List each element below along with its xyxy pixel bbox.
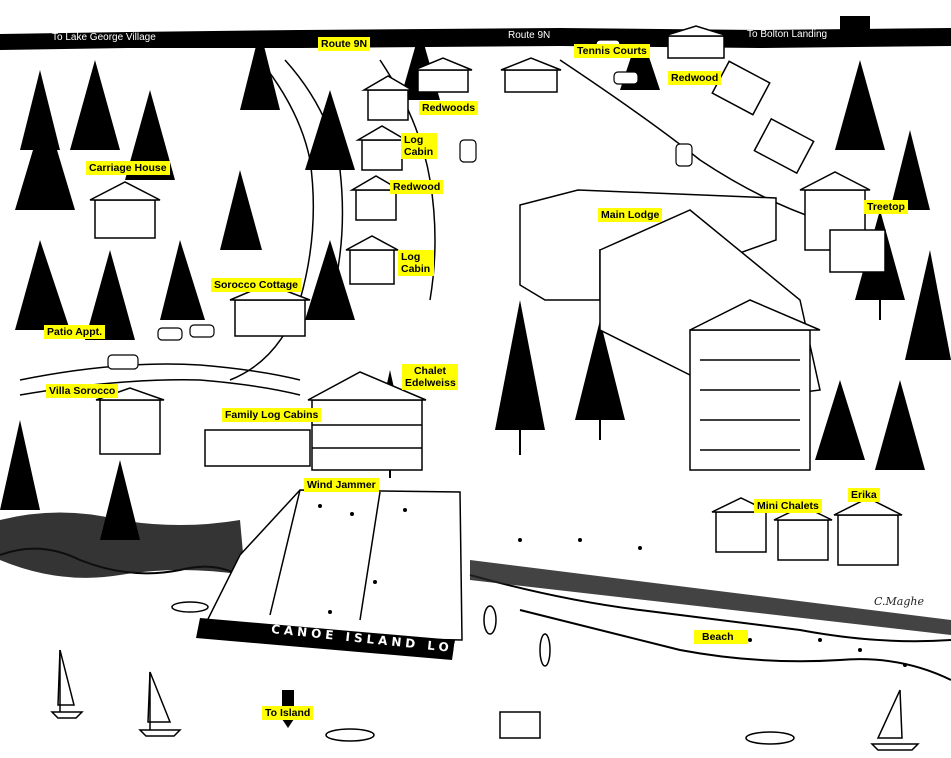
road-label-lake-george: To Lake George Village: [52, 32, 156, 43]
label-patio-appt: Patio Appt.: [44, 325, 106, 339]
label-beach: Beach: [694, 630, 748, 644]
label-route-9n-west: Route 9N: [318, 37, 371, 51]
buildings: [89, 25, 903, 641]
people: [318, 504, 907, 667]
label-to-island: To Island: [262, 706, 314, 720]
label-family-log-cabins: Family Log Cabins: [222, 408, 322, 422]
label-sorocco-cottage: Sorocco Cottage: [211, 278, 302, 292]
label-erika: Erika: [848, 488, 880, 502]
label-redwood-mid: Redwood: [390, 180, 444, 194]
label-main-lodge: Main Lodge: [598, 208, 663, 222]
label-carriage-house: Carriage House: [86, 161, 170, 175]
label-chalet-edelweiss: Chalet Edelweiss: [402, 364, 458, 390]
label-redwoods: Redwoods: [419, 101, 479, 115]
boats: [50, 601, 920, 751]
label-log-cabin-upper: Log Cabin: [401, 133, 437, 159]
road-label-bolton-landing: To Bolton Landing: [747, 29, 828, 40]
label-wind-jammer: Wind Jammer: [304, 478, 379, 492]
label-mini-chalets: Mini Chalets: [754, 499, 822, 513]
label-route-9n-east: Route 9N: [508, 30, 551, 41]
artist-signature: C.Maghe: [874, 595, 924, 608]
label-redwood-top: Redwood: [668, 71, 722, 85]
label-tennis-courts: Tennis Courts: [574, 44, 650, 58]
label-log-cabin-lower: Log Cabin: [398, 250, 434, 276]
cars: [107, 39, 693, 370]
label-treetop: Treetop: [864, 200, 908, 214]
label-villa-sorocco: Villa Sorocco: [46, 384, 119, 398]
patio-appt-pointer: [100, 325, 112, 337]
